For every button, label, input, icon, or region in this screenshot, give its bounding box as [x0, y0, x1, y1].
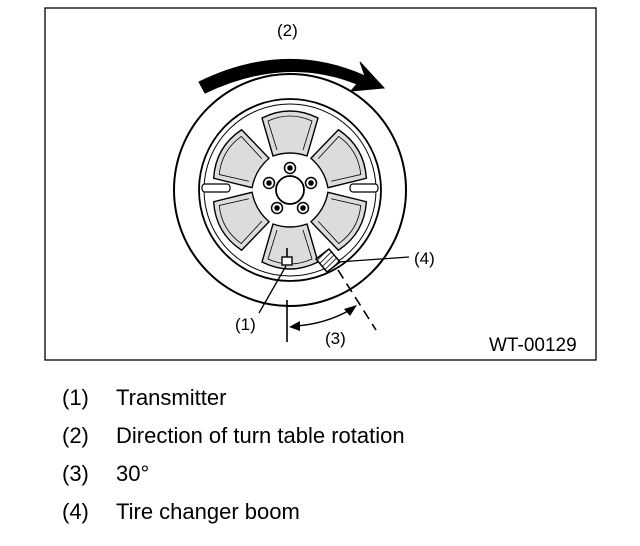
angle-arrowhead — [344, 305, 357, 316]
wheel-diagram: (2) (1) (3) (4) WT-00129 — [44, 7, 597, 361]
legend-number: (4) — [62, 499, 89, 524]
legend-number: (2) — [62, 423, 89, 448]
spoke-window — [309, 191, 368, 252]
spoke-window — [212, 128, 271, 189]
legend-text: Transmitter — [116, 385, 227, 410]
callout-2: (2) — [277, 21, 298, 40]
hub-center — [275, 175, 305, 205]
legend-text: 30° — [116, 461, 150, 486]
angle-arc — [295, 309, 351, 327]
leader-line-1 — [258, 265, 287, 314]
spoke-window — [261, 223, 319, 270]
figure-border — [44, 7, 597, 361]
rotation-arrow — [198, 58, 386, 94]
legend-text: Tire changer boom — [116, 499, 300, 524]
spoke-window — [212, 191, 271, 252]
callout-3: (3) — [325, 329, 346, 348]
leader-line-4 — [337, 256, 410, 263]
callout-1: (1) — [235, 315, 256, 334]
spoke-window — [261, 110, 319, 157]
figure-id: WT-00129 — [489, 335, 577, 356]
legend-text: Direction of turn table rotation — [116, 423, 405, 448]
legend-number: (1) — [62, 385, 89, 410]
callout-4: (4) — [414, 249, 435, 268]
reference-line-thirty — [337, 269, 377, 331]
legend-number: (3) — [62, 461, 89, 486]
angle-arrowhead — [289, 321, 300, 331]
transmitter-icon — [281, 248, 293, 266]
spoke-slots — [201, 183, 379, 193]
lug-nuts — [262, 161, 318, 215]
spoke-window — [309, 128, 368, 189]
